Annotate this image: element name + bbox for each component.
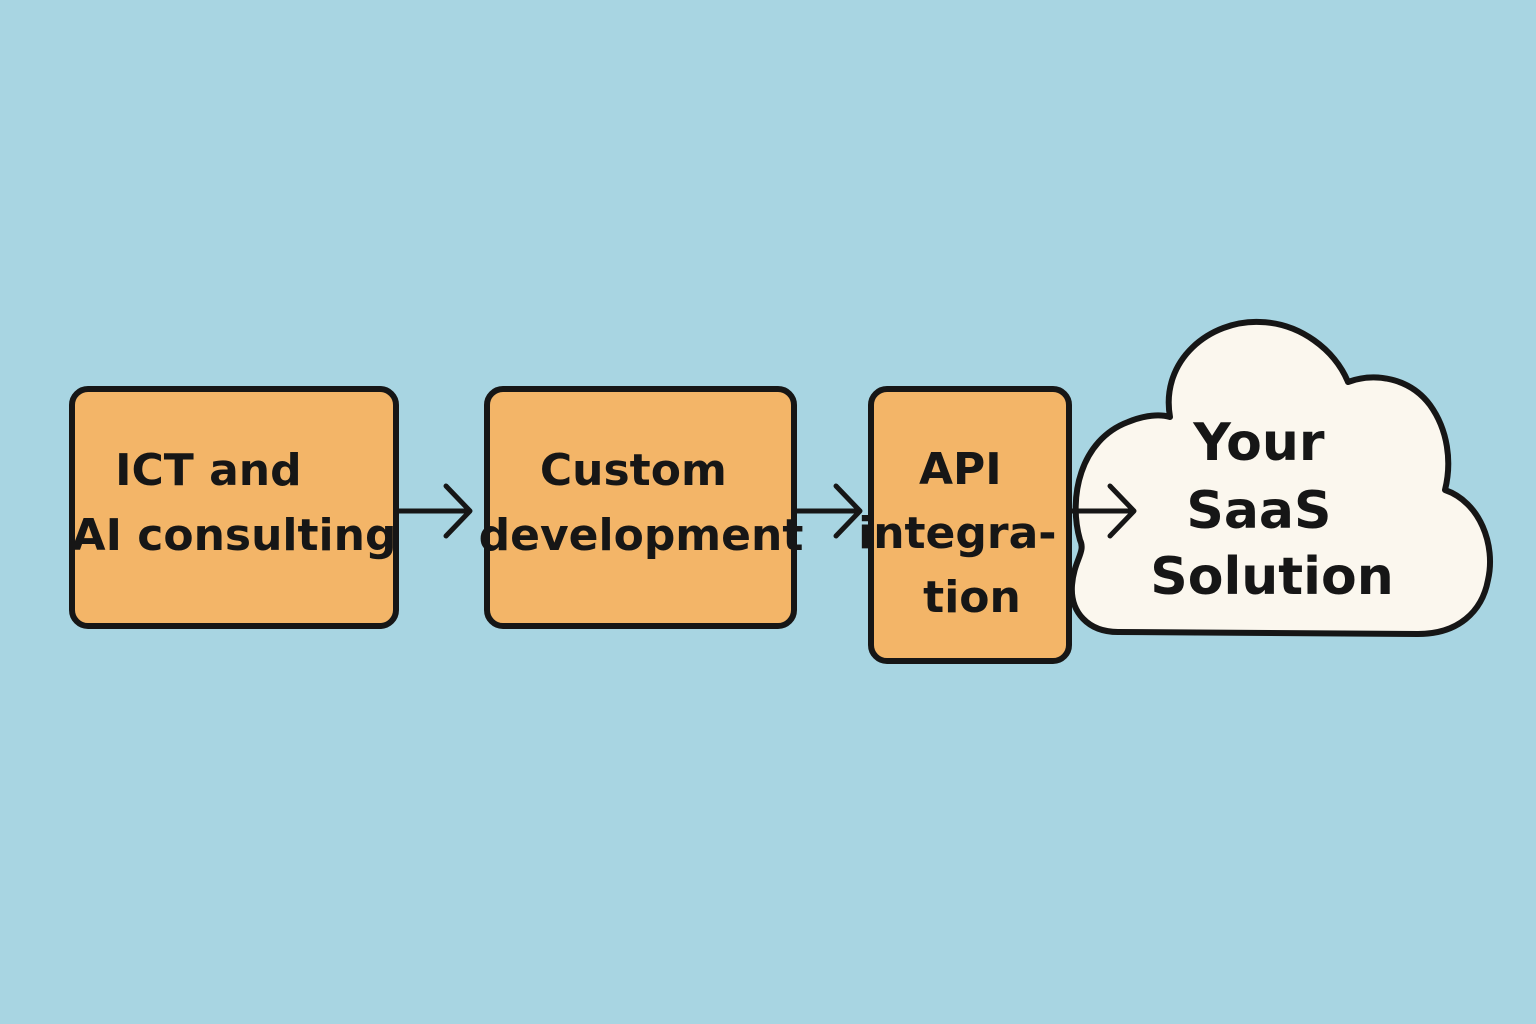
arrow-3	[1067, 483, 1137, 539]
node-saas-solution-line-2: SaaS	[1186, 481, 1331, 541]
node-custom-development-box	[484, 386, 797, 629]
node-ict-ai-consulting-line-1: ICT and	[115, 445, 302, 496]
node-api-integration-line-2: integra-	[858, 508, 1056, 559]
arrow-1	[395, 483, 473, 539]
node-custom-development-line-1: Custom	[540, 445, 727, 496]
node-ict-ai-consulting-line-2: AI consulting	[72, 510, 397, 561]
node-saas-solution-line-3: Solution	[1150, 547, 1393, 607]
arrow-2	[793, 483, 863, 539]
node-ict-ai-consulting: ICT and AI consulting	[69, 386, 399, 629]
node-api-integration-label: API integra- tion	[858, 444, 1072, 623]
node-saas-solution: Your SaaS Solution	[1068, 318, 1494, 637]
node-custom-development: Custom development	[479, 386, 804, 629]
node-saas-solution-line-1: Your	[1192, 413, 1325, 473]
node-custom-development-label: Custom development	[479, 445, 804, 561]
node-api-integration-line-1: API	[919, 444, 1002, 495]
node-api-integration: API integra- tion	[858, 386, 1072, 664]
node-ict-ai-consulting-box	[69, 386, 399, 629]
node-api-integration-box	[868, 386, 1072, 664]
node-saas-solution-label: Your SaaS Solution	[1150, 413, 1393, 607]
node-api-integration-line-3: tion	[923, 572, 1021, 623]
node-custom-development-line-2: development	[479, 510, 804, 561]
cloud-shape	[1068, 318, 1494, 637]
node-ict-ai-consulting-label: ICT and AI consulting	[72, 445, 397, 561]
